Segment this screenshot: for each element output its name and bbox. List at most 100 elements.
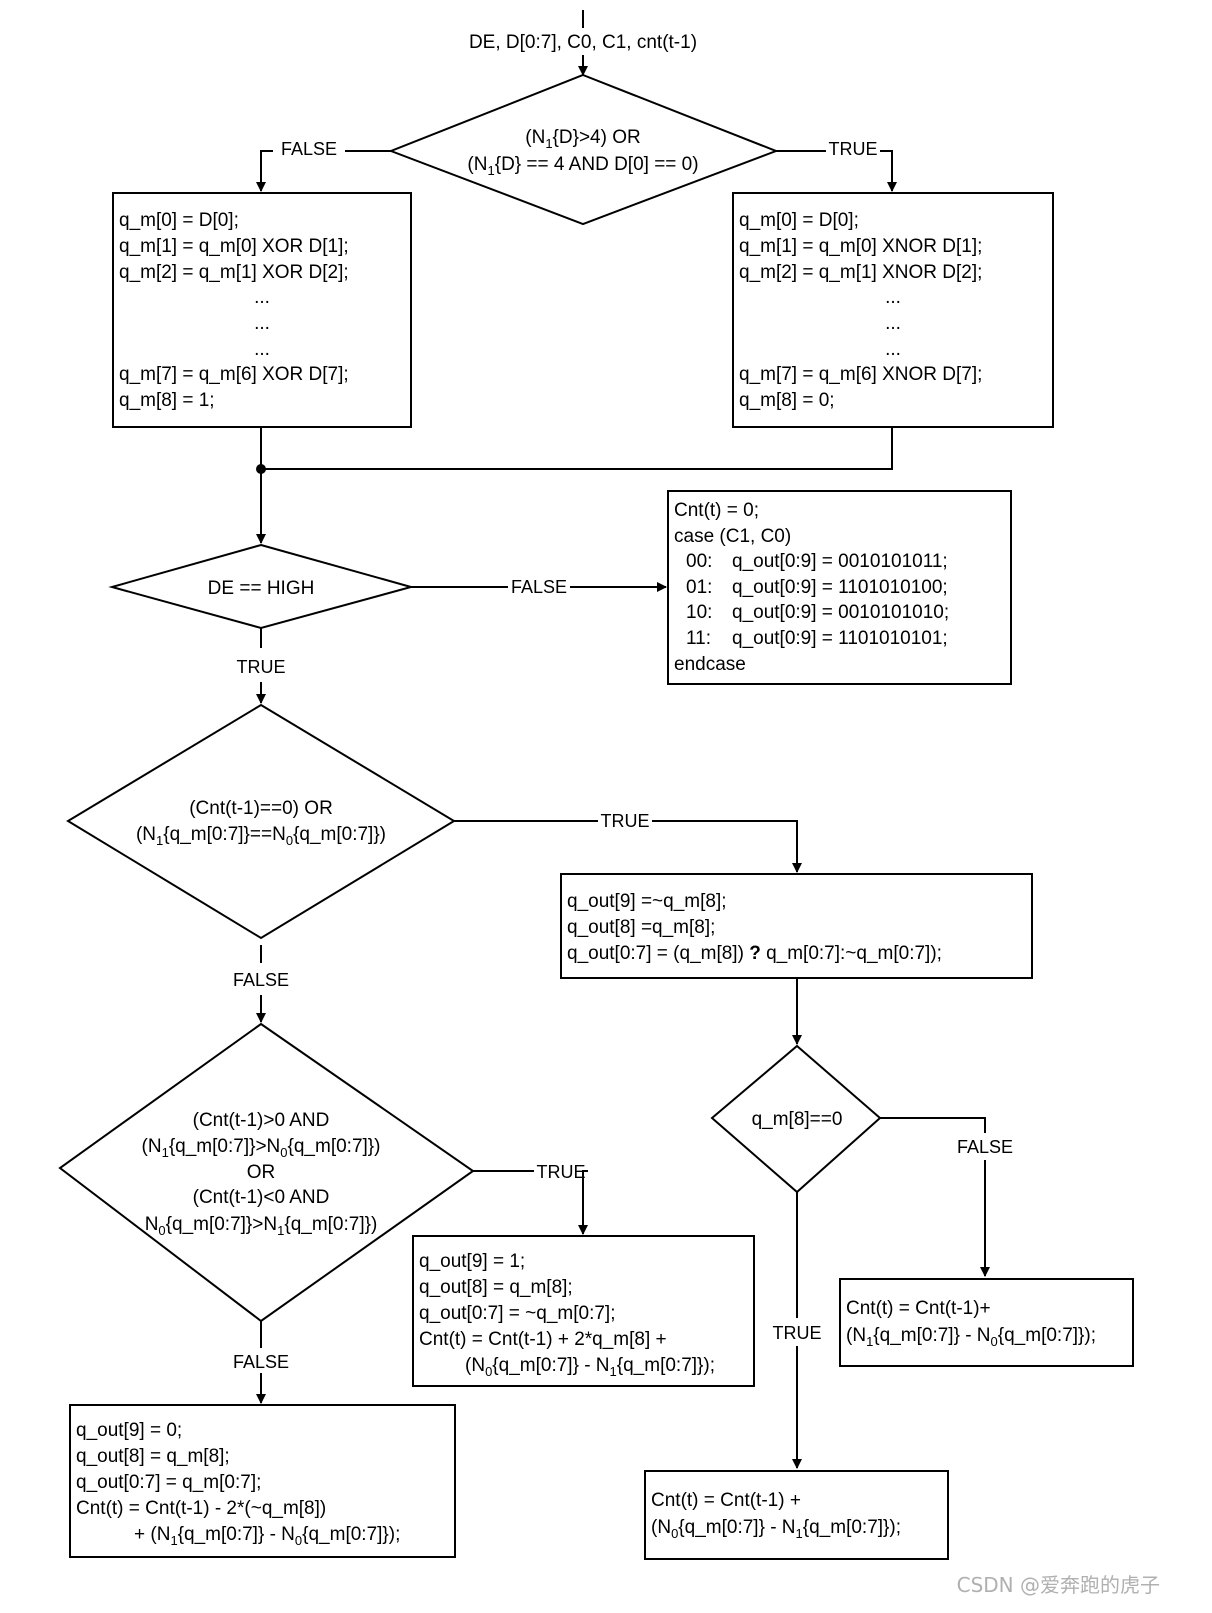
decision-qm8: q_m[8]==0 FALSE TRUE [710, 1044, 1013, 1343]
decision-sign: (Cnt(t-1)>0 AND (N1{q_m[0:7]}>N0{q_m[0:7… [58, 1022, 586, 1372]
xnor-merge-line [261, 427, 893, 470]
qm8-false-line-a [880, 1117, 986, 1133]
box-noninvert-line3: q_out[0:7] = q_m[0:7]; [76, 1472, 261, 1493]
decision-sign-line4: (Cnt(t-1)<0 AND [193, 1187, 330, 1208]
decision-cnt-line1: (Cnt(t-1)==0) OR [189, 798, 333, 819]
decision-qm8-true-label: TRUE [773, 1323, 822, 1343]
decision-de-text: DE == HIGH [208, 578, 315, 599]
box-control-case-value: q_out[0:9] = 1101010100; [732, 577, 948, 598]
box-qm8-true-line1: Cnt(t) = Cnt(t-1) + [651, 1490, 801, 1511]
decision-parity-false-label: FALSE [281, 139, 337, 159]
cnt-true-arrow [652, 820, 802, 873]
decision-parity-true-label: TRUE [829, 139, 878, 159]
decision-sign-diamond [58, 1022, 475, 1323]
decision-sign-line2: (N1{q_m[0:7]}>N0{q_m[0:7]}) [142, 1136, 381, 1160]
box-control-case-key: 00: [686, 551, 712, 572]
box-xor-line: q_m[7] = q_m[6] XOR D[7]; [119, 364, 349, 385]
box-control-case-key: 01: [686, 577, 712, 598]
box-control-rect [667, 490, 1012, 685]
box-noninvert-line2: q_out[8] = q_m[8]; [76, 1446, 230, 1467]
box-qm8-false: Cnt(t) = Cnt(t-1)+ (N1{q_m[0:7]} - N0{q_… [839, 1278, 1134, 1367]
box-xnor-ellipsis: ... [885, 339, 901, 360]
box-invert-line4: Cnt(t) = Cnt(t-1) + 2*q_m[8] + [419, 1329, 667, 1350]
box-cnt-zero-line2: q_out[8] =q_m[8]; [567, 917, 715, 938]
decision-parity: (N1{D}>4) OR (N1{D} == 4 AND D[0] == 0) … [281, 73, 878, 226]
box-xor-ellipsis: ... [254, 339, 270, 360]
box-xor-rect [112, 192, 412, 428]
box-control-case-key: 10: [686, 602, 712, 623]
box-control-case-value: q_out[0:9] = 0010101011; [732, 551, 948, 572]
decision-sign-line5: N0{q_m[0:7]}>N1{q_m[0:7]}) [145, 1214, 378, 1238]
box-qm8-false-line2: (N1{q_m[0:7]} - N0{q_m[0:7]}); [846, 1325, 1096, 1349]
decision-parity-line2: (N1{D} == 4 AND D[0] == 0) [467, 154, 698, 178]
box-noninvert-rect [69, 1404, 456, 1558]
box-invert-line1: q_out[9] = 1; [419, 1251, 525, 1272]
box-control-line: case (C1, C0) [674, 526, 791, 547]
box-xnor-line: q_m[7] = q_m[6] XNOR D[7]; [739, 364, 982, 385]
decision-parity-line1: (N1{D}>4) OR [525, 127, 640, 151]
decision-de-true-label: TRUE [237, 657, 286, 677]
decision-de-diamond [108, 543, 415, 630]
box-control-case-key: 11: [686, 628, 711, 649]
box-xor-line: q_m[1] = q_m[0] XOR D[1]; [119, 236, 349, 257]
decision-de: DE == HIGH FALSE TRUE [108, 543, 567, 677]
box-xnor-rect [732, 192, 1054, 428]
decision-sign-line1: (Cnt(t-1)>0 AND [193, 1110, 330, 1131]
decision-cnt-false-label: FALSE [233, 970, 289, 990]
box-xor-ellipsis: ... [254, 287, 270, 308]
connectors [256, 10, 990, 1469]
box-noninvert-line4: Cnt(t) = Cnt(t-1) - 2*(~q_m[8]) [76, 1498, 326, 1519]
decision-sign-true-label: TRUE [537, 1162, 586, 1182]
box-xor-line: q_m[2] = q_m[1] XOR D[2]; [119, 262, 349, 283]
decision-sign-false-label: FALSE [233, 1352, 289, 1372]
box-noninvert-line1: q_out[9] = 0; [76, 1420, 182, 1441]
sign-true-arrow [578, 1170, 588, 1235]
box-xnor-line: q_m[2] = q_m[1] XNOR D[2]; [739, 262, 982, 283]
box-xor: q_m[0] = D[0]; q_m[1] = q_m[0] XOR D[1];… [112, 192, 412, 428]
box-invert-rect [412, 1235, 755, 1387]
box-control-line: Cnt(t) = 0; [674, 500, 759, 521]
box-xor-line: q_m[8] = 1; [119, 390, 215, 411]
decision-cnt: (Cnt(t-1)==0) OR (N1{q_m[0:7]}==N0{q_m[0… [66, 703, 650, 990]
box-qm8-true-line2: (N0{q_m[0:7]} - N1{q_m[0:7]}); [651, 1517, 901, 1541]
box-cnt-zero-rect [560, 873, 1033, 979]
box-control-line: endcase [674, 654, 746, 675]
d1-false-arrow [256, 150, 273, 192]
box-control-case-value: q_out[0:9] = 1101010101; [732, 628, 948, 649]
start-label: DE, D[0:7], C0, C1, cnt(t-1) [469, 32, 697, 53]
box-qm8-false-line1: Cnt(t) = Cnt(t-1)+ [846, 1298, 991, 1319]
decision-parity-diamond [388, 73, 779, 226]
decision-cnt-true-label: TRUE [601, 811, 650, 831]
decision-qm8-false-label: FALSE [957, 1137, 1013, 1157]
d1-true-arrow [880, 150, 897, 192]
box-qm8-true: Cnt(t) = Cnt(t-1) + (N0{q_m[0:7]} - N1{q… [644, 1470, 949, 1560]
box-invert-line5: (N0{q_m[0:7]} - N1{q_m[0:7]}); [465, 1355, 715, 1379]
box-xor-line: q_m[0] = D[0]; [119, 210, 239, 231]
box-invert: q_out[9] = 1; q_out[8] = q_m[8]; q_out[0… [412, 1235, 755, 1387]
box-cnt-zero-line3: q_out[0:7] = (q_m[8]) ? q_m[0:7]:~q_m[0:… [567, 943, 942, 964]
decision-de-false-label: FALSE [511, 577, 567, 597]
box-xnor: q_m[0] = D[0]; q_m[1] = q_m[0] XNOR D[1]… [732, 192, 1054, 428]
decision-sign-line3: OR [247, 1162, 276, 1183]
watermark: CSDN @爱奔跑的虎子 [957, 1573, 1160, 1597]
box-noninvert-line5: + (N1{q_m[0:7]} - N0{q_m[0:7]}); [134, 1524, 400, 1548]
box-invert-line3: q_out[0:7] = ~q_m[0:7]; [419, 1303, 615, 1324]
box-control-case-value: q_out[0:9] = 0010101010; [732, 602, 949, 623]
box-xor-ellipsis: ... [254, 313, 270, 334]
box-control: Cnt(t) = 0; case (C1, C0) 00: q_out[0:9]… [667, 490, 1012, 685]
box-xnor-ellipsis: ... [885, 287, 901, 308]
decision-qm8-diamond [710, 1044, 882, 1194]
box-cnt-zero-line1: q_out[9] =~q_m[8]; [567, 891, 727, 912]
decision-cnt-diamond [66, 703, 456, 940]
box-xnor-line: q_m[1] = q_m[0] XNOR D[1]; [739, 236, 982, 257]
box-noninvert: q_out[9] = 0; q_out[8] = q_m[8]; q_out[0… [69, 1404, 456, 1558]
decision-qm8-text: q_m[8]==0 [752, 1109, 843, 1130]
box-qm8-false-rect [839, 1278, 1134, 1367]
box-invert-line2: q_out[8] = q_m[8]; [419, 1277, 573, 1298]
box-cnt-zero: q_out[9] =~q_m[8]; q_out[8] =q_m[8]; q_o… [560, 873, 1033, 979]
box-xnor-line: q_m[0] = D[0]; [739, 210, 859, 231]
box-xnor-ellipsis: ... [885, 313, 901, 334]
decision-cnt-line2: (N1{q_m[0:7]}==N0{q_m[0:7]}) [136, 824, 386, 848]
box-xnor-line: q_m[8] = 0; [739, 390, 835, 411]
